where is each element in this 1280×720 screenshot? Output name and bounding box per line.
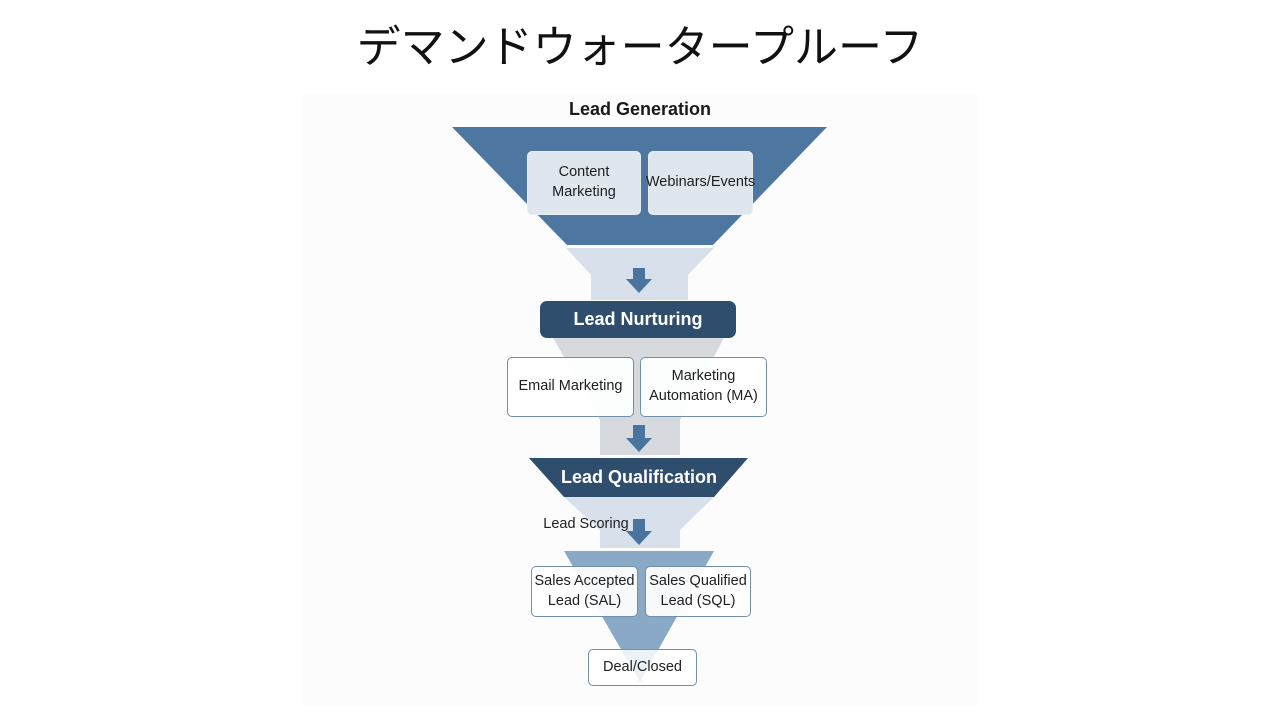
down-arrow-icon [626, 519, 652, 545]
down-arrow-icon [626, 268, 652, 293]
item-deal-closed: Deal/Closed [588, 649, 697, 686]
stage-title-lead-qualification: Lead Qualification [560, 467, 718, 487]
slide-title: デマンドウォータープルーフ [356, 22, 924, 73]
stage-title-lead-generation: Lead Generation [568, 99, 712, 120]
item-sql-label: Sales Qualified Lead (SQL) [649, 572, 747, 609]
item-marketing-automation: Marketing Automation (MA) [640, 357, 767, 417]
side-label-lead-scoring: Lead Scoring [543, 515, 629, 532]
down-arrow-icon [626, 425, 652, 452]
item-marketing-automation-label: Marketing Automation (MA) [649, 368, 758, 404]
item-email-marketing: Email Marketing [507, 357, 634, 417]
item-webinars-events: Webinars/Events [646, 151, 755, 215]
item-sales-qualified-lead: Sales Qualified Lead (SQL) [645, 566, 751, 617]
item-sal-label: Sales Accepted Lead (SAL) [534, 572, 635, 609]
funnel-section-lead-qualification [529, 458, 748, 497]
item-deal-closed-label: Deal/Closed [603, 658, 682, 675]
item-content-marketing: Content Marketing [527, 151, 641, 215]
stage-title-lead-nurturing: Lead Nurturing [540, 301, 736, 338]
item-sales-accepted-lead: Sales Accepted Lead (SAL) [531, 566, 638, 617]
